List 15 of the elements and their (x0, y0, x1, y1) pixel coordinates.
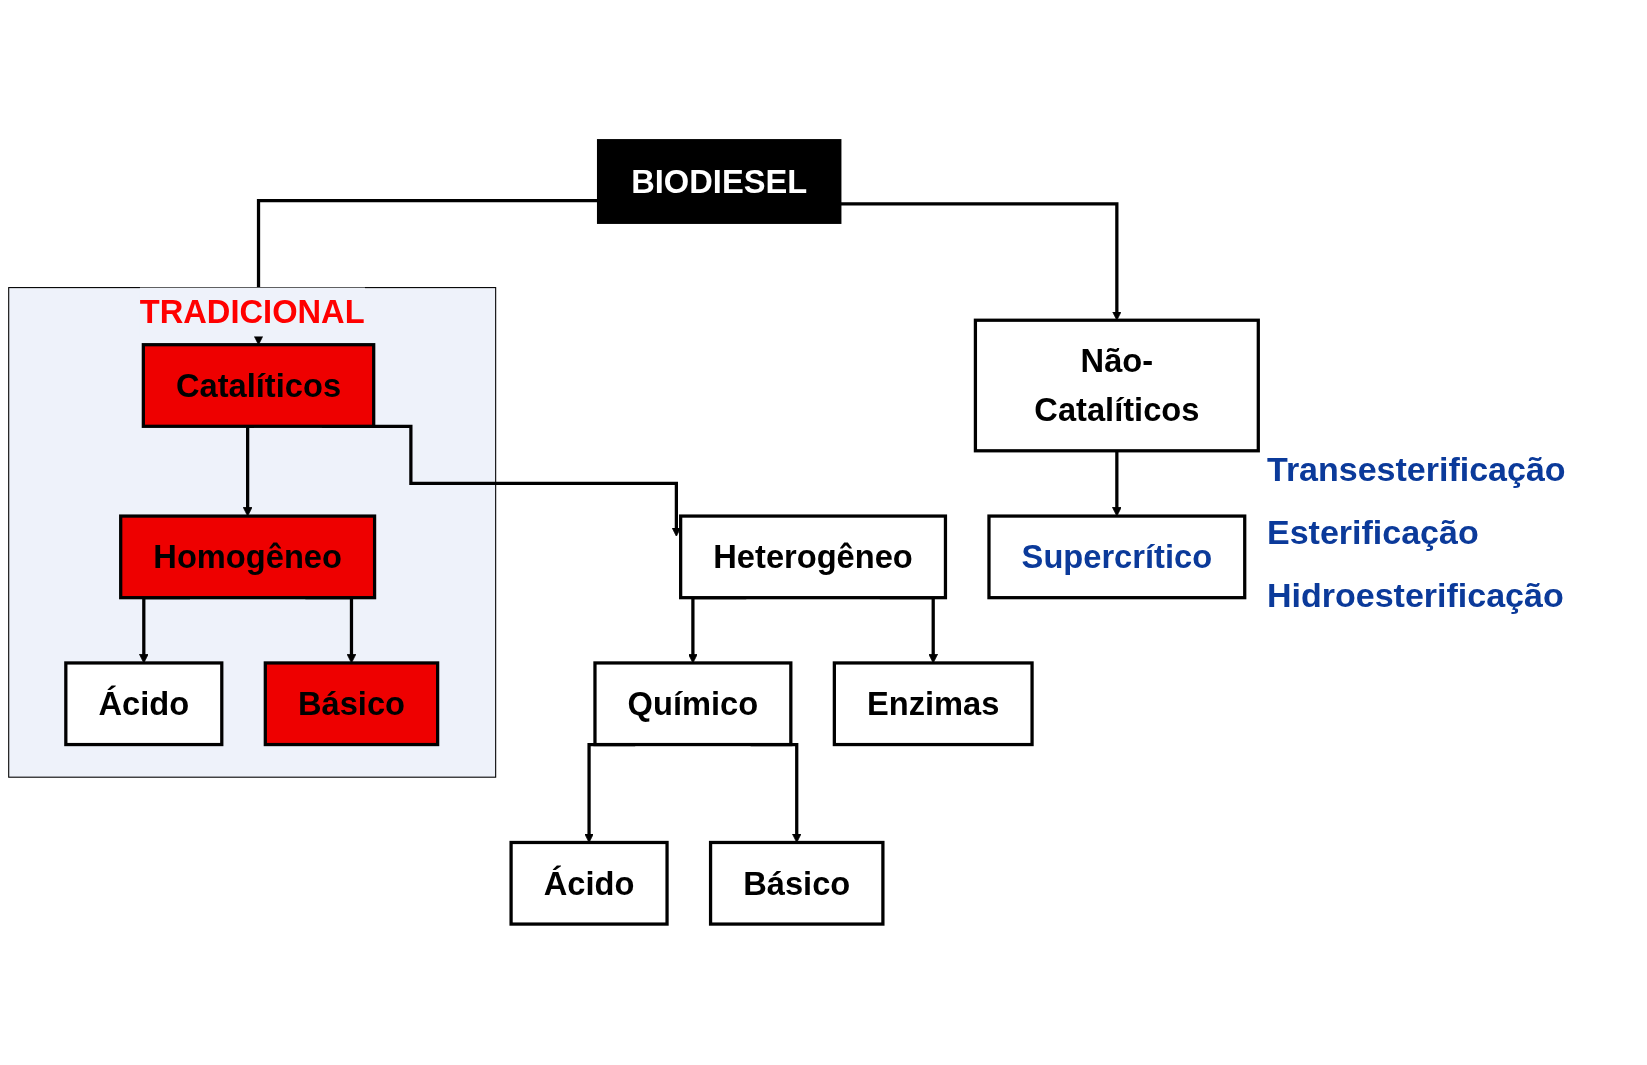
method-label: Transesterificação (1267, 450, 1567, 489)
node-box: Enzimas (832, 661, 1034, 747)
node-box: Catalíticos (141, 343, 376, 429)
method-label: Esterificação (1267, 513, 1480, 552)
node-box: Supercrítico (987, 514, 1247, 600)
node-box: Não-Catalíticos (973, 318, 1260, 453)
node-box: Homogêneo (119, 514, 377, 600)
node-box: Heterogêneo (679, 514, 948, 600)
node-box: Básico (263, 661, 440, 747)
node-box: Ácido (509, 840, 669, 926)
node-box: Químico (593, 661, 793, 747)
node-box: Ácido (64, 661, 224, 747)
method-label: Hidroesterificação (1267, 576, 1565, 615)
node-box: Básico (708, 840, 885, 926)
node-box: BIODIESEL (596, 139, 842, 225)
